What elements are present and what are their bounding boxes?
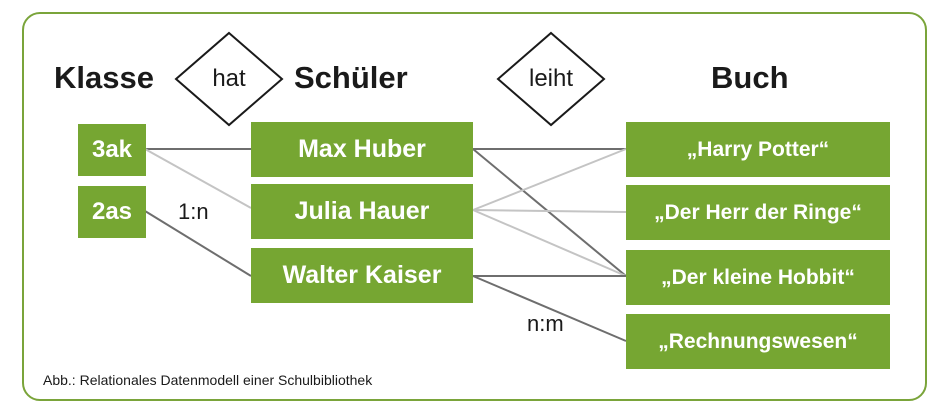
- relation-hat-label: hat: [212, 65, 246, 92]
- heading-buch: Buch: [711, 60, 789, 95]
- heading-schueler: Schüler: [294, 60, 408, 95]
- buch-box-herr-der-ringe: „Der Herr der Ringe“: [626, 185, 890, 240]
- relation-leiht-label: leiht: [528, 65, 574, 92]
- schueler-box-julia-hauer: Julia Hauer: [251, 184, 473, 239]
- link-max-hobbit: [472, 148, 627, 277]
- buch-box-harry-potter: „Harry Potter“: [626, 122, 890, 177]
- relation-leiht-diamond: leiht: [496, 31, 606, 127]
- link-walter-rechnungswesen: [472, 275, 627, 342]
- buch-box-rechnungswesen: „Rechnungswesen“: [626, 314, 890, 369]
- diagram-frame: [22, 12, 927, 401]
- figure-caption: Abb.: Relationales Datenmodell einer Sch…: [43, 372, 373, 388]
- schueler-box-max-huber: Max Huber: [251, 122, 473, 177]
- cardinality-leiht: n:m: [527, 311, 564, 336]
- heading-klasse: Klasse: [54, 60, 154, 95]
- link-2as-walter-kaiser: [144, 210, 252, 277]
- schueler-box-walter-kaiser: Walter Kaiser: [251, 248, 473, 303]
- klasse-box-2as: 2as: [78, 186, 146, 238]
- link-julia-herr-der-ringe: [472, 209, 627, 213]
- link-julia-harry-potter: [472, 148, 627, 211]
- klasse-box-3ak: 3ak: [78, 124, 146, 176]
- link-3ak-julia-hauer: [144, 148, 252, 209]
- link-julia-hobbit: [472, 209, 627, 277]
- relation-hat-diamond: hat: [174, 31, 284, 127]
- buch-box-kleiner-hobbit: „Der kleine Hobbit“: [626, 250, 890, 305]
- cardinality-hat: 1:n: [178, 199, 209, 224]
